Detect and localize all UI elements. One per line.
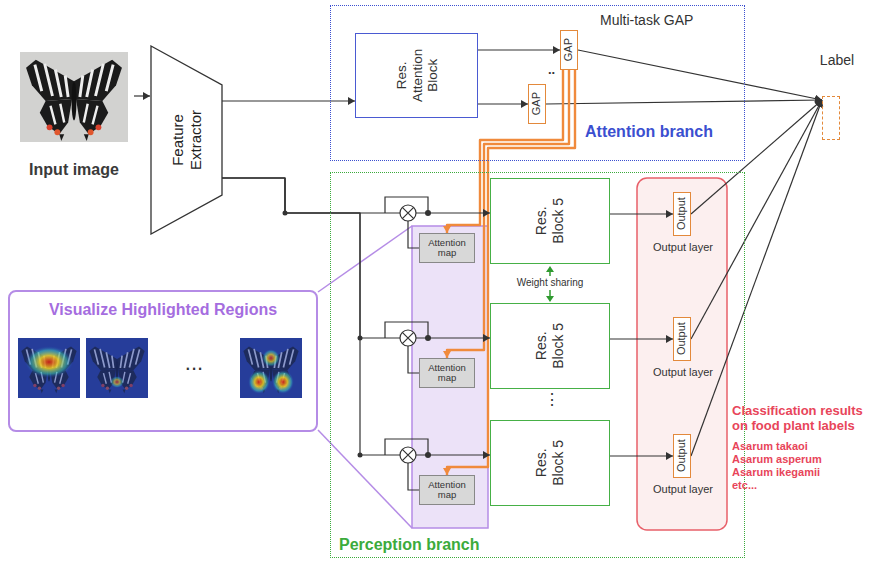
res-attention-block: Res. Attention Block xyxy=(355,33,478,118)
text-frame: Res. Block 5 xyxy=(491,179,609,263)
text-frame: Res. Block 5 xyxy=(491,421,609,505)
attention-map: Attention map xyxy=(419,233,475,263)
map-label: Attention map xyxy=(422,480,472,501)
gap-box: GAP xyxy=(560,30,578,70)
attention-map: Attention map xyxy=(419,475,475,505)
layer-caption: Output layer xyxy=(640,366,726,379)
result-heading: Classification results on food plant lab… xyxy=(732,404,872,434)
output-group: OutputOutput layer xyxy=(640,434,726,500)
feature-extractor: Feature Extractor xyxy=(150,45,224,235)
result-item: Asarum takaoi xyxy=(732,440,808,453)
layer-caption: Output layer xyxy=(640,241,726,254)
connector xyxy=(222,178,490,213)
node-frame: Output xyxy=(673,434,691,478)
attention-arrow xyxy=(447,70,575,475)
annotation: Multi-task GAP xyxy=(600,12,693,29)
label-output: Label xyxy=(812,52,862,144)
panel-title: Visualize Highlighted Regions xyxy=(10,300,316,319)
text-frame: Output xyxy=(674,318,690,360)
visualize-panel: Visualize Highlighted Regions xyxy=(8,290,318,432)
attention-map-band xyxy=(412,226,488,528)
output-panel xyxy=(637,178,727,530)
connector xyxy=(478,49,560,50)
text-frame: Output xyxy=(674,193,690,235)
input-image: Input image xyxy=(14,50,134,184)
heatmap xyxy=(18,338,80,398)
connector xyxy=(478,103,528,104)
text-frame: Attention map xyxy=(420,476,474,504)
heatmap xyxy=(86,338,148,398)
node-frame: Output xyxy=(673,317,691,361)
ellipsis: ⋮ xyxy=(544,390,560,409)
ellipsis: ... xyxy=(164,350,224,376)
output-group: OutputOutput layer xyxy=(640,192,726,258)
gap-label: GAP xyxy=(530,92,543,115)
ellipsis: .. xyxy=(548,62,555,78)
map-label: Attention map xyxy=(422,363,472,384)
input-photo xyxy=(20,52,128,142)
attention-map: Attention map xyxy=(419,358,475,388)
junction-dot xyxy=(283,210,432,458)
result-item: etc... xyxy=(732,479,757,492)
label-title: Label xyxy=(812,52,862,69)
block-label: Res. Block 5 xyxy=(533,191,567,251)
connector xyxy=(222,100,355,101)
connector xyxy=(134,95,150,96)
multiply-symbol xyxy=(400,205,416,463)
block-label: Res. Block 5 xyxy=(533,433,567,493)
res-block: Res. Block 5 xyxy=(490,420,610,506)
res-block: Res. Block 5 xyxy=(490,178,610,264)
output-label: Output xyxy=(675,322,688,355)
annotation: Weight sharing xyxy=(505,277,595,289)
connector xyxy=(691,100,822,456)
connector xyxy=(691,100,822,214)
gap-label: GAP xyxy=(562,38,575,61)
res-block: Res. Block 5 xyxy=(490,303,610,389)
connector xyxy=(546,100,822,104)
block-label: Res. Attention Block xyxy=(393,35,440,115)
text-frame: Attention map xyxy=(420,359,474,387)
heatmap xyxy=(240,338,302,398)
block-label: Feature Extractor xyxy=(169,95,205,185)
text-frame: Res. Attention Block xyxy=(356,34,477,117)
text-frame: Attention map xyxy=(420,234,474,262)
gap-box: GAP xyxy=(528,84,546,124)
image-caption: Input image xyxy=(14,160,134,179)
perception-branch: Perception branchAttention mapRes. Block… xyxy=(330,172,745,558)
output-group: OutputOutput layer xyxy=(640,317,726,383)
block-label: Res. Block 5 xyxy=(533,316,567,376)
node-frame xyxy=(822,96,840,140)
zoom-line xyxy=(318,430,412,528)
connector xyxy=(610,455,673,456)
text-frame: Output xyxy=(674,435,690,477)
connector xyxy=(610,338,673,339)
connector xyxy=(578,50,822,100)
attention-branch: Attention branchRes. Attention BlockGAPG… xyxy=(330,5,745,161)
branch-title: Perception branch xyxy=(339,535,479,554)
text-frame: Res. Block 5 xyxy=(491,304,609,388)
connector xyxy=(610,213,673,214)
output-label: Output xyxy=(675,439,688,472)
output-label: Output xyxy=(675,197,688,230)
zoom-line xyxy=(318,226,412,292)
branch-title: Attention branch xyxy=(585,122,713,141)
node-frame: Output xyxy=(673,192,691,236)
layer-caption: Output layer xyxy=(640,483,726,496)
map-label: Attention map xyxy=(422,238,472,259)
text-frame: GAP xyxy=(529,85,545,123)
text-frame: GAP xyxy=(561,31,577,69)
text-frame: Feature Extractor xyxy=(150,45,224,235)
result-item: Asarum ikegamii xyxy=(732,466,820,479)
result-item: Asarum asperum xyxy=(732,453,822,466)
